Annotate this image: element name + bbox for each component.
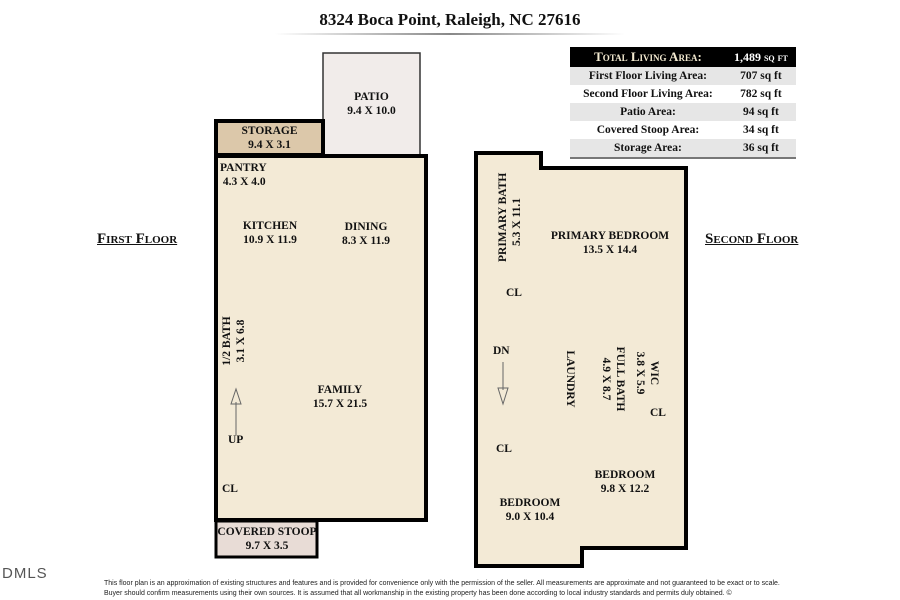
table-row: Patio Area:94 sq ft [570, 103, 796, 121]
table-row: Total Living Area:1,489 sq ft [570, 47, 796, 67]
disclaimer: This floor plan is an approximation of e… [104, 580, 780, 597]
stair-up-arrow [230, 387, 242, 405]
page-title: 8324 Boca Point, Raleigh, NC 27616 [319, 10, 581, 29]
stair-down-arrow [497, 387, 509, 406]
area-summary-table: Total Living Area:1,489 sq ft First Floo… [570, 47, 796, 159]
patio-area [322, 52, 421, 156]
room-laundry: LAUNDRY [564, 350, 576, 408]
covered-stoop-area [214, 519, 319, 559]
stair-up-label: UP [228, 434, 244, 446]
closet-label: CL [506, 287, 522, 299]
mls-logo: DMLS [2, 565, 48, 582]
table-row: Storage Area:36 sq ft [570, 139, 796, 159]
table-row: Covered Stoop Area:34 sq ft [596, 124, 779, 136]
closet-label: CL [650, 407, 666, 419]
closet-label: CL [496, 443, 512, 455]
table-row: First Floor Living Area:707 sq ft [570, 67, 796, 85]
first-floor-label: First Floor [97, 231, 178, 247]
second-floor-living-area [474, 151, 688, 568]
storage-area [214, 119, 325, 157]
first-floor-living-area [214, 154, 428, 522]
closet-label: CL [222, 483, 238, 495]
room-pantry: PANTRY 4.3 X 4.0 [220, 162, 267, 188]
title-divider [275, 33, 625, 35]
table-row: Second Floor Living Area:782 sq ft [583, 88, 782, 100]
stair-down-label: DN [493, 345, 510, 357]
second-floor-label: Second Floor [705, 231, 799, 247]
